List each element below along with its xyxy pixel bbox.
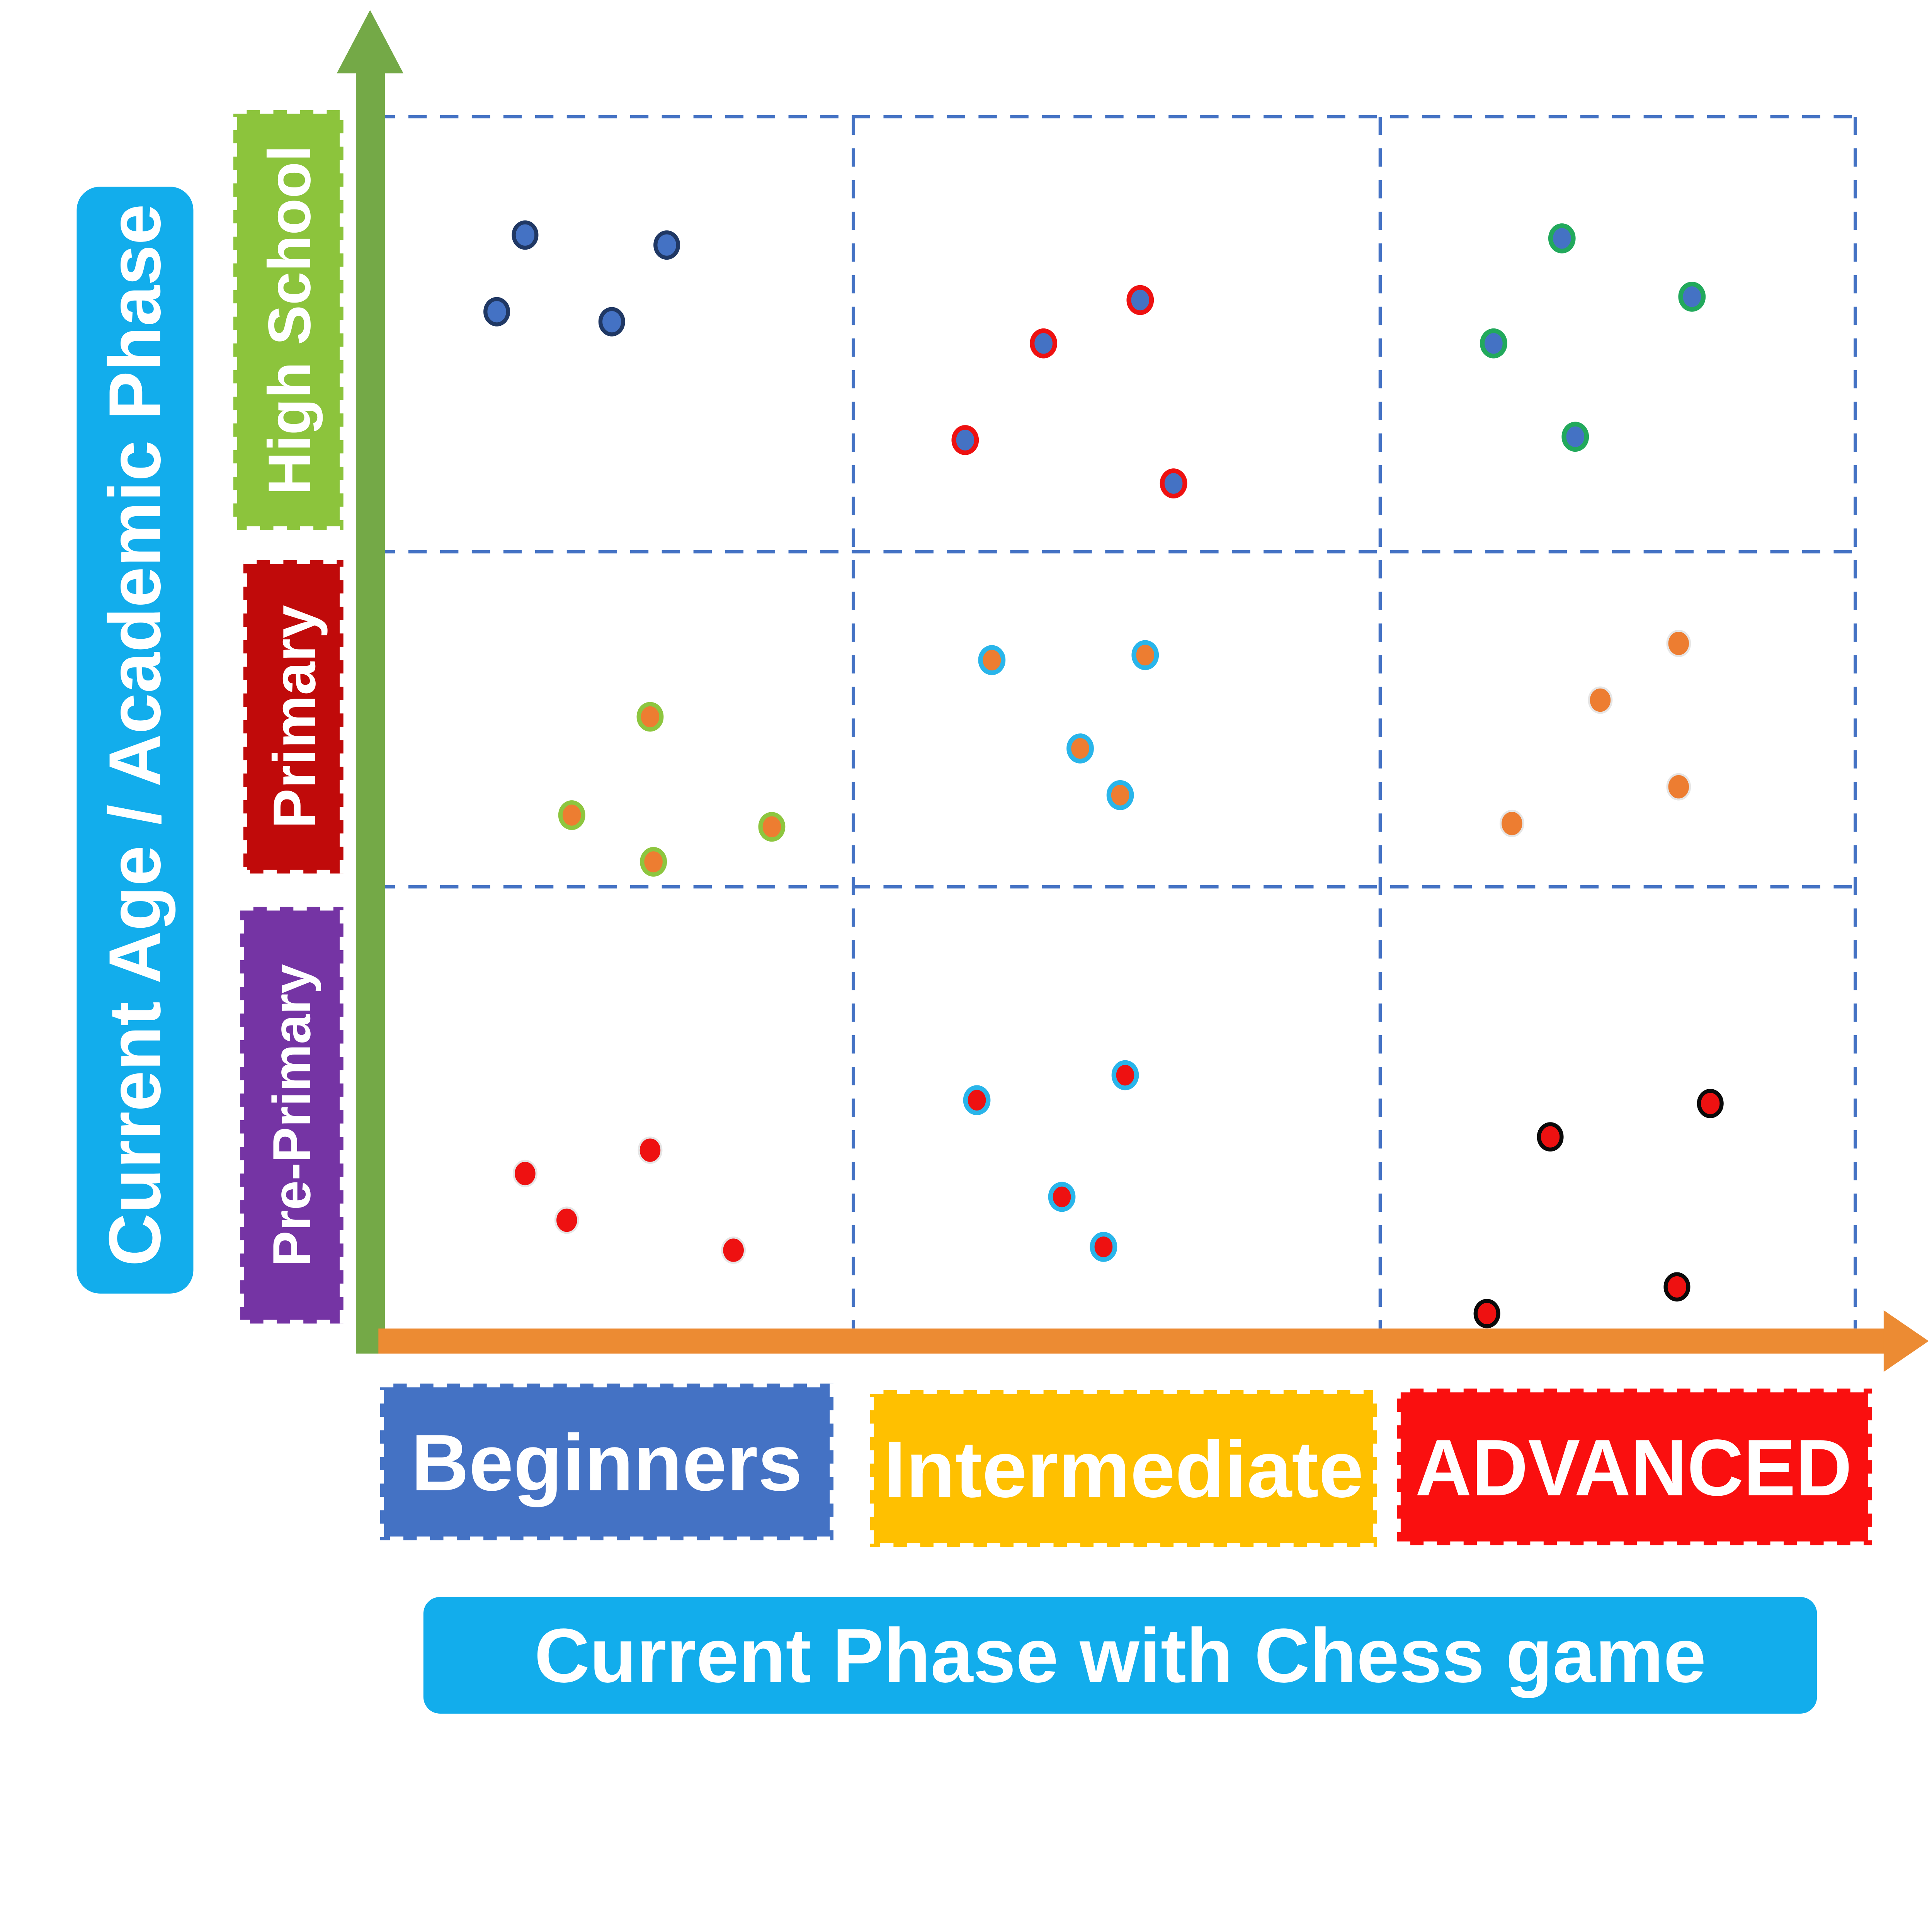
data-point bbox=[951, 425, 979, 455]
y-category-box-pre-primary bbox=[236, 903, 347, 1328]
data-point bbox=[1663, 1272, 1690, 1302]
x-axis-title: Current Phase with Chess game bbox=[534, 1613, 1706, 1699]
data-point bbox=[1111, 1060, 1139, 1090]
data-point bbox=[1678, 282, 1706, 312]
data-point bbox=[1697, 1088, 1724, 1118]
data-point bbox=[513, 1160, 537, 1187]
y-axis-arrow bbox=[337, 10, 404, 1354]
data-point bbox=[636, 702, 664, 732]
y-axis-arrow-shaft bbox=[356, 70, 385, 1354]
data-point bbox=[1106, 780, 1134, 810]
data-point bbox=[483, 297, 510, 327]
y-category-label-primary: Primary bbox=[260, 605, 328, 828]
y-category-box-high-school bbox=[230, 106, 347, 534]
y-axis-arrowhead-icon bbox=[337, 10, 404, 73]
data-point bbox=[1499, 810, 1524, 837]
scatter-points-layer bbox=[483, 220, 1724, 1328]
data-point bbox=[1090, 1232, 1117, 1262]
x-category-label-intermediate: Intermediate bbox=[883, 1425, 1363, 1514]
data-point bbox=[1480, 328, 1507, 359]
x-category-label-beginners: Beginners bbox=[411, 1418, 803, 1507]
x-category-box-intermediate bbox=[866, 1386, 1381, 1551]
data-point bbox=[758, 812, 786, 842]
y-category-box-primary bbox=[240, 556, 347, 878]
data-point bbox=[978, 645, 1006, 675]
x-axis-arrow bbox=[378, 1310, 1929, 1372]
y-axis-banner: Current Age / Academic Phase Current Age… bbox=[77, 187, 194, 1294]
data-point bbox=[512, 220, 539, 250]
data-point bbox=[1160, 468, 1187, 498]
data-point bbox=[653, 230, 680, 260]
matrix-diagram: Current Age / Academic Phase Current Age… bbox=[77, 10, 1929, 1714]
y-category-boxes bbox=[230, 106, 347, 1328]
y-axis-banner-box bbox=[77, 187, 194, 1294]
data-point bbox=[1048, 1182, 1076, 1212]
x-axis-arrow-shaft bbox=[378, 1328, 1887, 1354]
y-category-label-high-school: High School bbox=[255, 145, 323, 495]
y-category-label-pre-primary: Pre-Primary bbox=[262, 964, 321, 1267]
data-point bbox=[554, 1206, 579, 1234]
data-point bbox=[640, 847, 667, 877]
data-point bbox=[963, 1085, 991, 1116]
data-point bbox=[1030, 328, 1057, 359]
data-point bbox=[1537, 1122, 1564, 1152]
data-point bbox=[1066, 733, 1094, 764]
data-point bbox=[598, 307, 625, 337]
data-point bbox=[1666, 629, 1691, 657]
x-category-box-advanced bbox=[1393, 1384, 1876, 1549]
x-axis-banner-box bbox=[423, 1597, 1817, 1714]
data-point bbox=[638, 1136, 663, 1164]
y-category-labels: High School Primary Pre-Primary bbox=[255, 145, 328, 1266]
data-point bbox=[1473, 1299, 1500, 1328]
data-point bbox=[1561, 422, 1589, 452]
data-point bbox=[1666, 773, 1691, 801]
data-point bbox=[558, 800, 585, 830]
x-axis-banner: Current Phase with Chess game Current Ph… bbox=[423, 1597, 1817, 1714]
data-point bbox=[1131, 640, 1159, 670]
data-point bbox=[1548, 223, 1576, 253]
x-axis-arrowhead-icon bbox=[1883, 1310, 1929, 1372]
x-category-label-advanced: ADVANCED bbox=[1415, 1423, 1852, 1512]
x-category-boxes bbox=[376, 1379, 1876, 1551]
data-point bbox=[721, 1236, 746, 1264]
data-point bbox=[1126, 285, 1154, 315]
x-category-labels: Beginners Intermediate ADVANCED bbox=[411, 1418, 1852, 1514]
x-category-box-beginners bbox=[376, 1379, 837, 1544]
y-axis-title: Current Age / Academic Phase bbox=[94, 204, 176, 1266]
grid-lines bbox=[376, 115, 1857, 1329]
data-point bbox=[1588, 686, 1613, 714]
